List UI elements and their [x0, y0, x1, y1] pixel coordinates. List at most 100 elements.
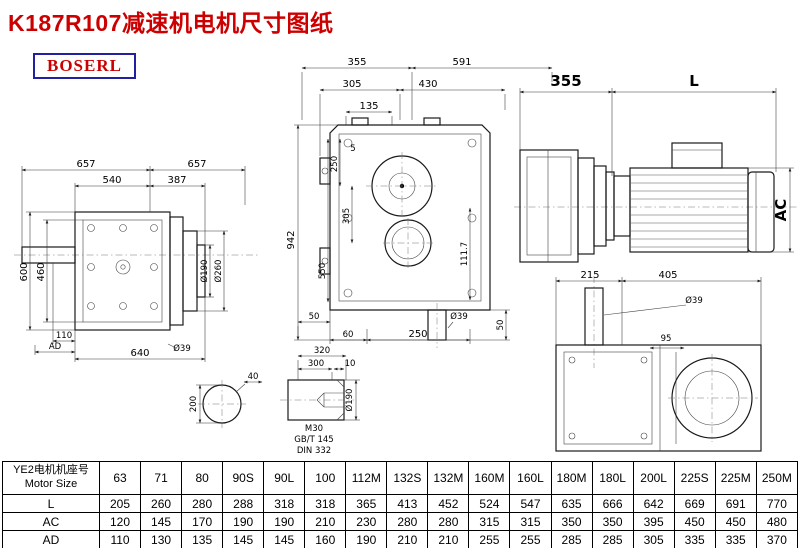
row-label: AD — [2, 530, 100, 548]
dim-value-cell: 642 — [632, 494, 675, 513]
motor-size-header: 90S — [222, 461, 265, 495]
dim-top-95: 95 — [661, 334, 672, 344]
dim-detail-10: 10 — [345, 359, 356, 369]
motor-size-header: 160L — [509, 461, 552, 495]
motor-size-header: 225S — [673, 461, 716, 495]
dim-front-430: 430 — [418, 79, 437, 90]
dim-value-cell: 350 — [550, 512, 593, 531]
dim-value-cell: 770 — [755, 494, 799, 513]
motor-side-view: 355 L AC — [514, 72, 797, 263]
dim-motor-L: L — [689, 72, 699, 90]
dim-value-cell: 288 — [222, 494, 265, 513]
dim-detail-d190: Ø190 — [344, 389, 355, 412]
dim-value-cell: 318 — [304, 494, 347, 513]
motor-size-header: 100 — [304, 461, 347, 495]
table-title-cell: YE2电机机座号 Motor Size — [2, 461, 100, 495]
motor-size-header: 180L — [591, 461, 634, 495]
dim-value-cell: 280 — [386, 512, 429, 531]
dim-value-cell: 210 — [386, 530, 429, 548]
dim-value-cell: 285 — [550, 530, 593, 548]
dim-front-305b: 305 — [342, 208, 352, 224]
dim-left-ad: AD — [49, 342, 62, 352]
dim-value-cell: 450 — [673, 512, 716, 531]
dim-detail-40: 40 — [248, 372, 259, 382]
motor-size-header: 160M — [468, 461, 511, 495]
dim-value-cell: 524 — [468, 494, 511, 513]
dim-value-cell: 480 — [755, 512, 799, 531]
dim-front-50l: 50 — [309, 312, 320, 322]
dim-value-cell: 315 — [468, 512, 511, 531]
row-label: L — [2, 494, 100, 513]
dim-front-305: 305 — [342, 79, 361, 90]
dim-value-cell: 145 — [263, 530, 306, 548]
dim-front-5: 5 — [350, 144, 355, 154]
dim-top-405: 405 — [658, 270, 677, 281]
motor-size-header: 200L — [632, 461, 675, 495]
motor-size-header: 71 — [140, 461, 183, 495]
dim-value-cell: 145 — [222, 530, 265, 548]
dim-left-110: 110 — [56, 331, 72, 341]
dim-front-591: 591 — [452, 57, 471, 68]
dim-value-cell: 230 — [345, 512, 388, 531]
motor-size-header: 80 — [181, 461, 224, 495]
motor-size-header: 132S — [386, 461, 429, 495]
dim-value-cell: 120 — [98, 512, 142, 531]
dim-left-387: 387 — [167, 175, 186, 186]
label-standard-din: DIN 332 — [297, 446, 331, 456]
dim-left-640: 640 — [130, 348, 149, 359]
dim-value-cell: 315 — [509, 512, 552, 531]
shaft-end-detail: 320 300 10 M30 GB/T 145 DIN 332 Ø190 — [280, 346, 360, 456]
dim-left-600: 600 — [19, 262, 30, 281]
dim-front-d39: Ø39 — [450, 311, 468, 322]
dim-value-cell: 205 — [98, 494, 142, 513]
dim-left-d190: Ø190 — [199, 260, 210, 283]
motor-size-header: 112M — [345, 461, 388, 495]
dim-value-cell: 335 — [673, 530, 716, 548]
dim-value-cell: 547 — [509, 494, 552, 513]
dim-front-50r: 50 — [496, 320, 506, 331]
boserl-logo: BOSERL — [33, 53, 136, 79]
dim-value-cell: 190 — [222, 512, 265, 531]
dim-left-d260: Ø260 — [213, 260, 224, 283]
dim-left-657a: 657 — [76, 159, 95, 170]
shaft-section-detail: 200 40 — [189, 372, 263, 428]
dim-motor-355: 355 — [550, 72, 581, 90]
dim-value-cell: 190 — [345, 530, 388, 548]
dim-value-cell: 305 — [632, 530, 675, 548]
dim-value-cell: 280 — [427, 512, 470, 531]
dim-value-cell: 413 — [386, 494, 429, 513]
dim-front-250b: 250 — [408, 329, 427, 340]
motor-size-header: 180M — [550, 461, 593, 495]
dim-left-460: 460 — [36, 262, 47, 281]
motor-size-header: 250M — [755, 461, 799, 495]
dim-left-540: 540 — [102, 175, 121, 186]
dim-value-cell: 452 — [427, 494, 470, 513]
dim-top-d39: Ø39 — [685, 295, 703, 306]
front-view: 355 591 305 430 135 942 250 5 305 — [286, 57, 553, 348]
gearbox-top-view: 215 405 Ø39 95 — [555, 270, 762, 452]
dim-front-111-7: 111.7 — [460, 242, 470, 266]
dim-front-60: 60 — [343, 330, 354, 340]
label-standard-gbt: GB/T 145 — [294, 435, 333, 445]
label-thread-m30: M30 — [305, 424, 323, 434]
table-title-cn: YE2电机机座号 — [13, 464, 89, 477]
dim-value-cell: 335 — [714, 530, 757, 548]
dim-value-cell: 395 — [632, 512, 675, 531]
dim-value-cell: 210 — [427, 530, 470, 548]
dim-front-355: 355 — [347, 57, 366, 68]
left-side-view: 657 657 540 387 600 460 110 AD — [14, 159, 258, 362]
dim-value-cell: 285 — [591, 530, 634, 548]
dim-value-cell: 260 — [140, 494, 183, 513]
dim-front-135: 135 — [359, 101, 378, 112]
dim-value-cell: 145 — [140, 512, 183, 531]
dim-value-cell: 170 — [181, 512, 224, 531]
motor-size-header: 225M — [714, 461, 757, 495]
dim-value-cell: 280 — [181, 494, 224, 513]
